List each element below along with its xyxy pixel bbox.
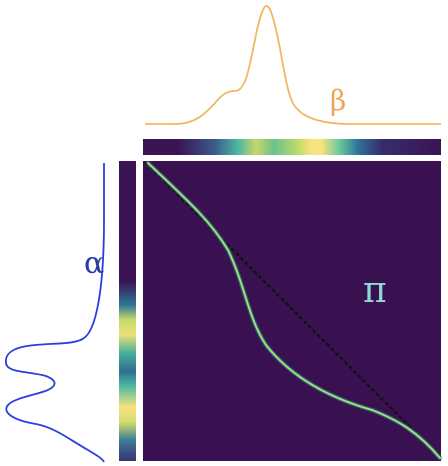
pi-label: π bbox=[363, 270, 387, 311]
beta-label: β bbox=[330, 84, 346, 117]
beta-colorbar bbox=[143, 139, 441, 155]
beta-density-curve bbox=[145, 5, 441, 125]
transport-plan-matrix bbox=[143, 161, 441, 461]
diagonal-reference-line bbox=[144, 161, 442, 459]
alpha-colorbar bbox=[119, 161, 136, 461]
alpha-density-curve bbox=[5, 163, 105, 463]
alpha-label: α bbox=[84, 246, 104, 281]
transport-path bbox=[147, 162, 441, 459]
